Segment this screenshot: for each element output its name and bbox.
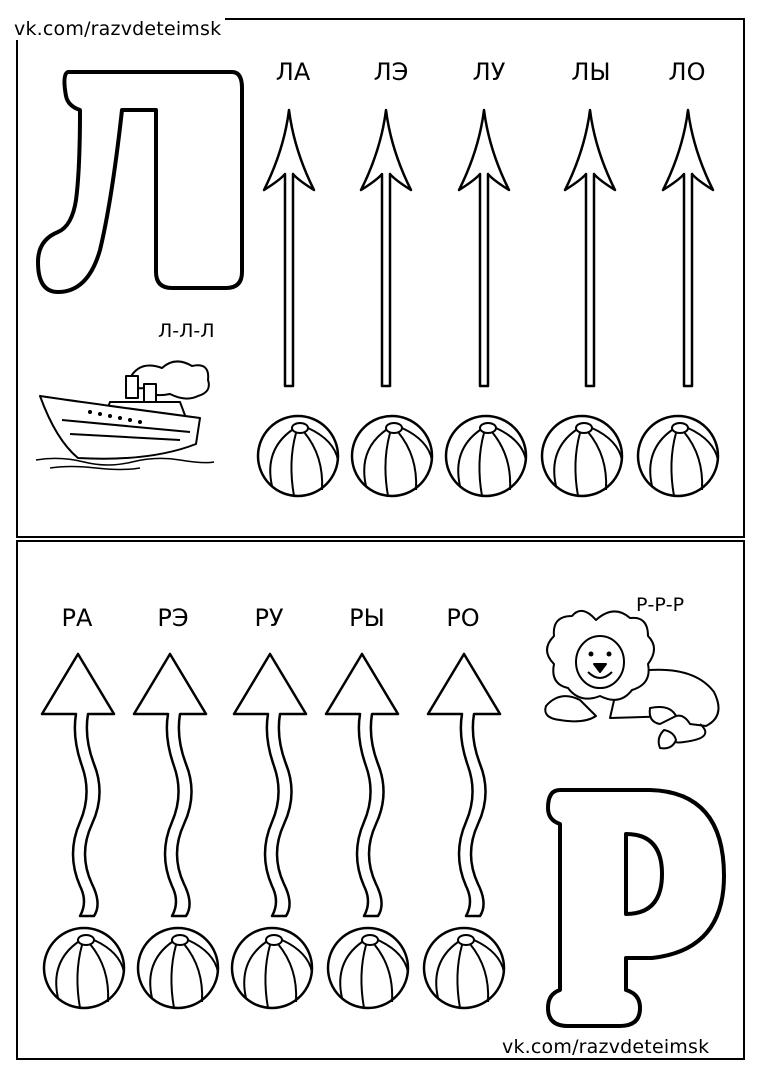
syllable-re: РЭ (157, 604, 189, 632)
syllable-la: ЛА (275, 58, 311, 86)
arrow-4 (563, 108, 617, 388)
syllable-ra: РА (61, 604, 93, 632)
sound-r: Р-Р-Р (636, 594, 685, 616)
sound-l: Л-Л-Л (158, 320, 215, 342)
syllable-lu: ЛУ (472, 58, 506, 86)
syllable-ry: РЫ (349, 604, 385, 632)
syllable-ly: ЛЫ (571, 58, 611, 86)
watermark-top: vk.com/razvdeteimsk (10, 18, 226, 40)
arrow-1 (262, 108, 316, 388)
arrow-3 (457, 108, 511, 388)
watermark-bottom: vk.com/razvdeteimsk (498, 1036, 714, 1058)
syllable-ro: РО (446, 604, 480, 632)
arrow-2 (359, 108, 413, 388)
syllable-lo: ЛО (668, 58, 706, 86)
arrow-5 (661, 108, 715, 388)
syllable-ru: РУ (254, 604, 284, 632)
syllable-le: ЛЭ (373, 58, 409, 86)
